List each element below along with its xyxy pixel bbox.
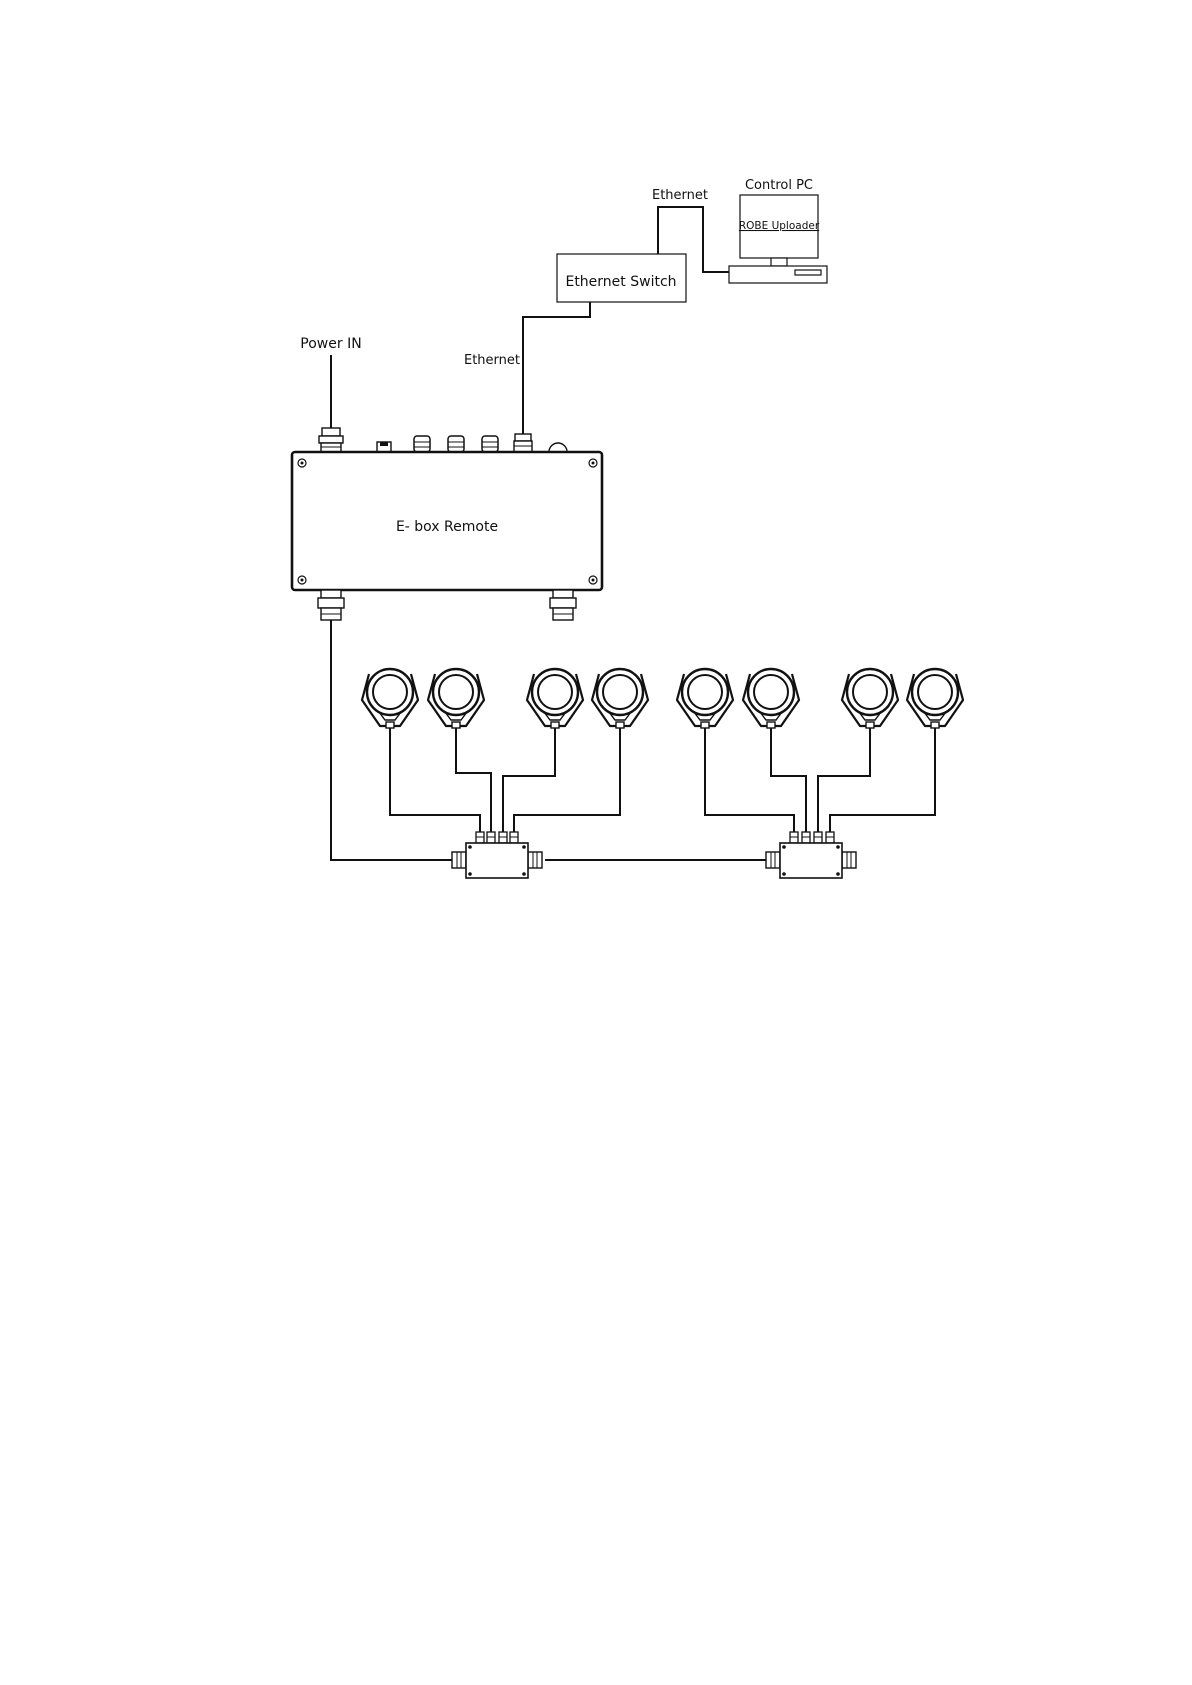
light-fixture-icon (362, 669, 418, 728)
main-output-cable (331, 620, 452, 860)
status-led-icon (549, 443, 567, 452)
screw-icon (468, 845, 472, 849)
ethernet-gland-icon (514, 434, 532, 452)
output-gland-left-icon (318, 590, 344, 620)
fixture-cable (830, 728, 935, 832)
splitter-port-icon (499, 832, 507, 843)
control-pc-label: Control PC (745, 178, 813, 193)
splitter-port-icon (814, 832, 822, 843)
uploader-label: ROBE Uploader (739, 220, 820, 232)
splitter-port-icon (476, 832, 484, 843)
power-gland-icon (319, 428, 343, 452)
fixture-cable (705, 728, 794, 832)
splitter-port-icon (802, 832, 810, 843)
light-fixture-icon (842, 669, 898, 728)
pc-drive-slot (795, 270, 821, 275)
light-fixture-icon (592, 669, 648, 728)
fixtures-group (362, 669, 963, 728)
switch-label: Ethernet Switch (565, 274, 676, 290)
screw-icon (522, 845, 526, 849)
splitter-housing (780, 843, 842, 878)
output-gland-right-icon (550, 590, 576, 620)
screw-icon (782, 845, 786, 849)
ebox-remote: E- box Remote (292, 428, 602, 620)
ethernet-label-lower: Ethernet (464, 353, 520, 368)
screw-icon (836, 872, 840, 876)
xlr-connector-3-icon (482, 436, 498, 452)
power-label: Power IN (300, 336, 361, 352)
pc-stand (771, 258, 787, 266)
splitters-group (452, 832, 856, 878)
ebox-label: E- box Remote (396, 519, 498, 535)
light-fixture-icon (677, 669, 733, 728)
splitter-port-icon (510, 832, 518, 843)
splitter-port-icon (487, 832, 495, 843)
splitter-box (766, 832, 856, 878)
splitter-port-icon (790, 832, 798, 843)
fixture-cable (456, 728, 491, 832)
screw-icon (522, 872, 526, 876)
screw-icon (468, 872, 472, 876)
ethernet-label-upper: Ethernet (652, 188, 708, 203)
control-pc: Control PC ROBE Uploader (729, 178, 827, 283)
screw-icon (782, 872, 786, 876)
ethernet-switch: Ethernet Switch (557, 254, 686, 302)
splitter-port-icon (826, 832, 834, 843)
light-fixture-icon (527, 669, 583, 728)
splitter-gland-right-icon (528, 852, 542, 868)
xlr-connector-2-icon (448, 436, 464, 452)
xlr-connector-1-icon (414, 436, 430, 452)
fixture-cable (771, 728, 806, 832)
ethernet-cable-switch (523, 302, 590, 436)
screw-icon (836, 845, 840, 849)
splitter-gland-right-icon (842, 852, 856, 868)
splitter-gland-left-icon (452, 852, 466, 868)
light-fixture-icon (428, 669, 484, 728)
splitter-housing (466, 843, 528, 878)
splitter-box (452, 832, 542, 878)
splitter-gland-left-icon (766, 852, 780, 868)
light-fixture-icon (743, 669, 799, 728)
fixture-cable (390, 728, 480, 832)
fixture-cable (503, 728, 555, 832)
fixture-cable (514, 728, 620, 832)
fixture-cable (818, 728, 870, 832)
light-fixture-icon (907, 669, 963, 728)
